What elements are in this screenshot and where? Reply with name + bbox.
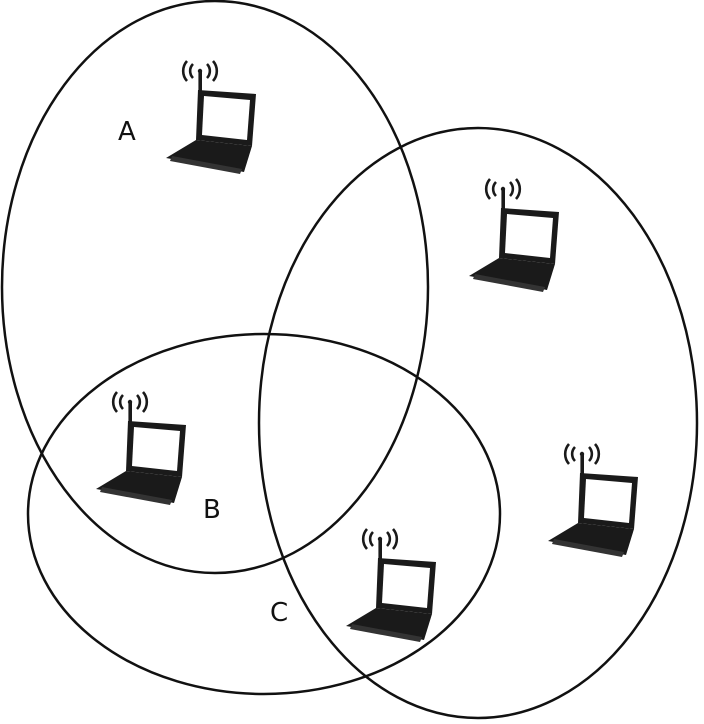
wireless-laptop-icon (467, 177, 561, 294)
wireless-laptop-icon (546, 442, 640, 559)
zone-label-b: B (203, 495, 221, 525)
zone-label-a: A (118, 117, 136, 147)
wireless-laptop-icon (344, 527, 438, 644)
wireless-laptop-icon (164, 59, 258, 176)
coverage-area-right (257, 126, 699, 720)
coverage-area-a (0, 0, 430, 575)
zone-label-c: C (270, 598, 288, 628)
wireless-laptop-icon (94, 390, 188, 507)
coverage-area-c (26, 332, 502, 696)
